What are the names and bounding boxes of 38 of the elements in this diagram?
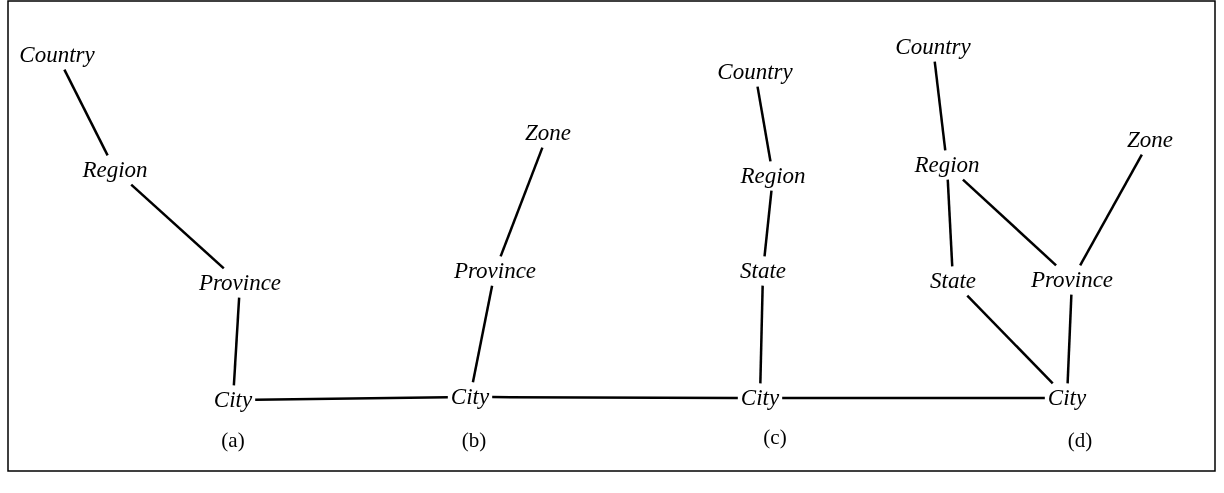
- node-label: Country: [714, 57, 796, 87]
- connector-line: [756, 86, 772, 162]
- connector-line: [1066, 294, 1073, 384]
- node-label: Region: [737, 161, 809, 191]
- node-label: Zone: [1124, 125, 1176, 155]
- node-label: Province: [195, 268, 285, 298]
- node-label: Zone: [522, 118, 574, 148]
- connector-line: [1079, 154, 1143, 266]
- connector-line: [962, 178, 1057, 267]
- node-label: City: [1044, 383, 1090, 413]
- connector-line: [946, 179, 954, 267]
- connector-line: [471, 285, 494, 383]
- node-label: City: [737, 383, 783, 413]
- node-label: Region: [911, 150, 983, 180]
- connector-line: [130, 183, 225, 270]
- connector-line: [966, 294, 1054, 385]
- panel-label: (d): [1067, 427, 1093, 453]
- connector-line: [63, 69, 109, 156]
- node-label: State: [927, 266, 979, 296]
- node-label: State: [737, 256, 789, 286]
- panel-label: (a): [221, 427, 245, 453]
- node-label: Province: [1027, 265, 1117, 295]
- connector-line: [782, 396, 1045, 400]
- connector-line: [492, 395, 738, 400]
- connector-line: [759, 285, 764, 384]
- node-label: Country: [16, 40, 98, 70]
- connector-line: [255, 396, 448, 401]
- panel-label: (b): [461, 427, 487, 453]
- node-label: City: [210, 385, 256, 415]
- panel-label: (c): [763, 424, 787, 450]
- node-label: Country: [892, 32, 974, 62]
- connector-line: [933, 61, 947, 151]
- node-label: City: [447, 382, 493, 412]
- node-label: Province: [450, 256, 540, 286]
- connector-line: [232, 297, 241, 386]
- node-label: Region: [79, 155, 151, 185]
- connector-line: [499, 147, 544, 257]
- connector-line: [763, 190, 773, 257]
